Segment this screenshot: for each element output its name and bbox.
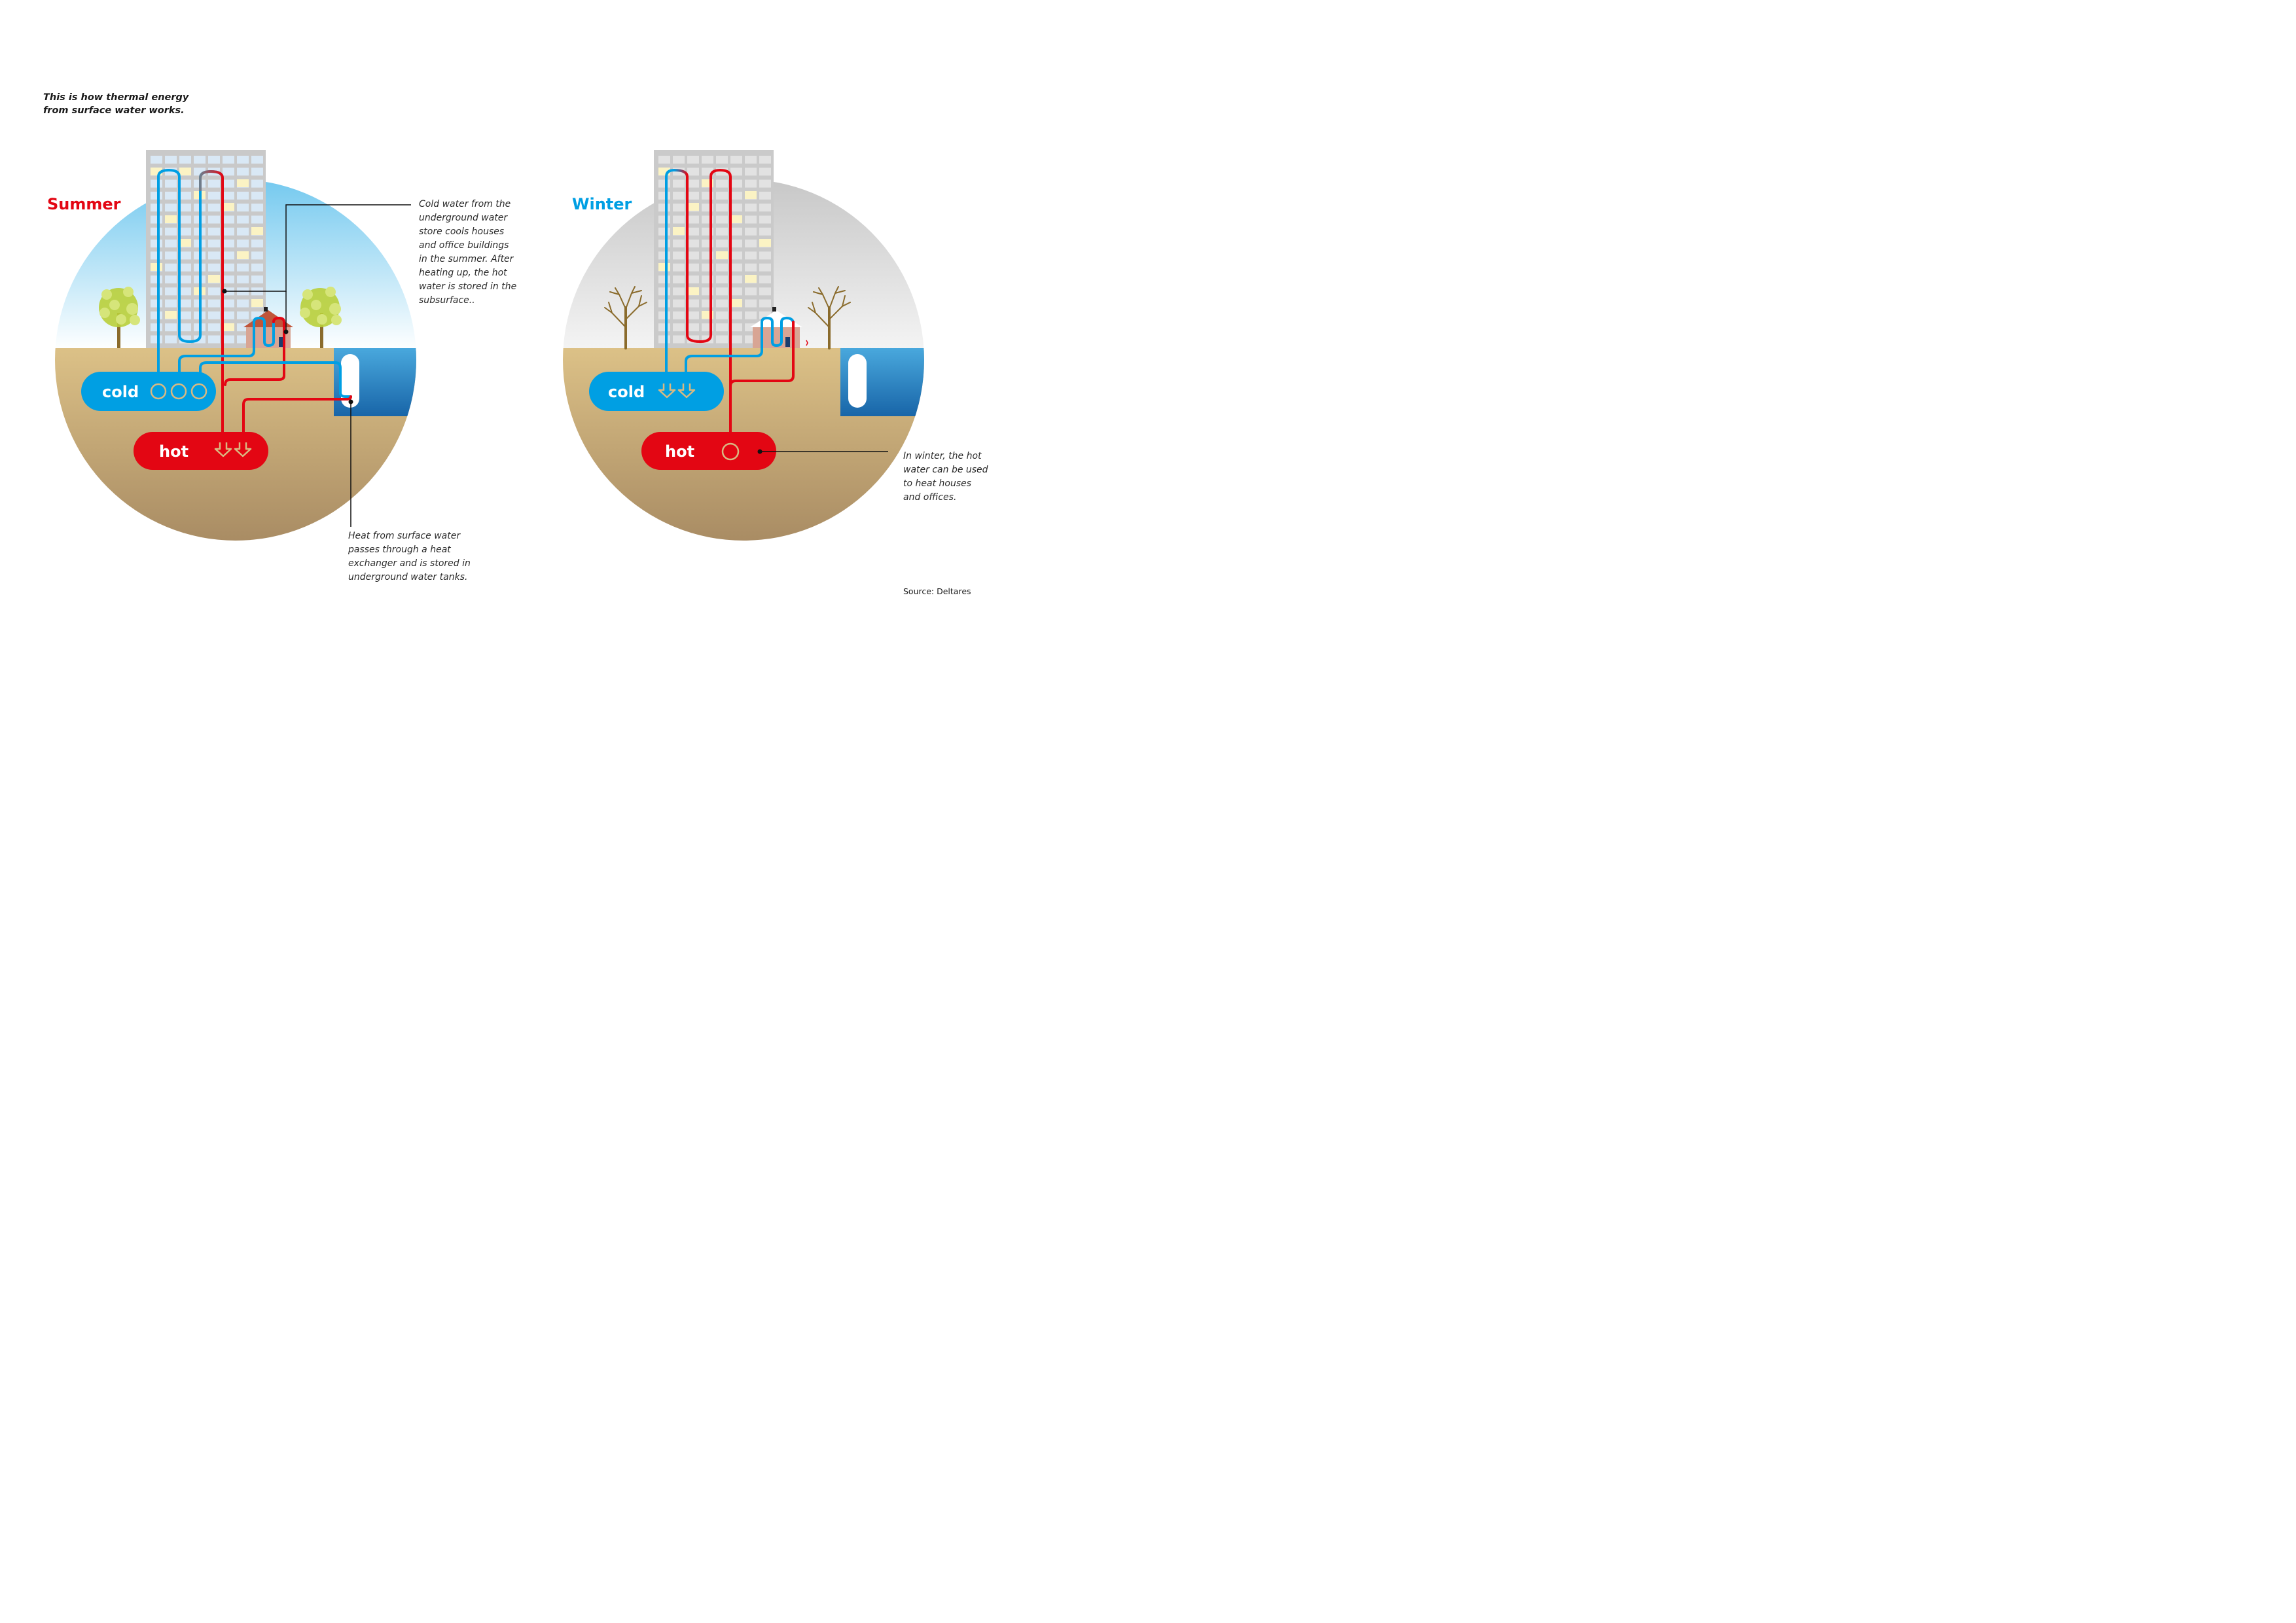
intro-text: This is how thermal energy from surface … <box>43 92 189 116</box>
summer-hot-store <box>134 432 268 470</box>
summer-tree-left <box>99 287 140 348</box>
summer-cold-store <box>81 372 216 411</box>
winter-hot-label: hot <box>665 442 694 461</box>
winter-cold-label: cold <box>608 383 645 401</box>
summer-cold-outlets <box>150 383 207 400</box>
summer-note-cold: Cold water from the underground water st… <box>419 199 517 306</box>
summer-leader-lines <box>224 204 411 527</box>
summer-note-heat: Heat from surface water passes through a… <box>348 531 471 582</box>
summer-hot-arrows <box>214 442 252 457</box>
summer-callout-dot-building <box>222 289 227 294</box>
summer-callout-dot-house <box>283 329 289 334</box>
source-credit: Source: Deltares <box>903 586 971 596</box>
winter-pipes <box>665 169 795 453</box>
summer-tree-right <box>300 287 342 348</box>
infographic: Summer Winter cold hot cold hot This is … <box>0 0 1022 722</box>
winter-callout-dot-hot <box>757 449 762 454</box>
diagram-artwork: Summer Winter cold hot cold hot <box>47 150 924 541</box>
winter-hot-store <box>641 432 776 470</box>
summer-title: Summer <box>47 195 121 213</box>
summer-office-building <box>146 150 266 348</box>
winter-hot-outlet <box>721 442 740 461</box>
winter-note-hot: In winter, the hot water can be used to … <box>903 451 988 503</box>
winter-heat-exchanger <box>848 354 867 408</box>
winter-cold-store <box>589 372 724 411</box>
winter-tree-left <box>604 286 647 349</box>
summer-heat-exchanger <box>341 354 359 408</box>
summer-callout-dot-exchanger <box>348 399 353 404</box>
summer-pipes <box>157 169 352 453</box>
winter-title: Winter <box>572 195 632 213</box>
summer-hot-label: hot <box>159 442 188 461</box>
winter-cold-arrows <box>658 383 696 399</box>
winter-tree-right <box>808 286 851 349</box>
winter-office-building <box>654 150 774 348</box>
summer-cold-label: cold <box>102 383 139 401</box>
summer-scene <box>55 150 416 541</box>
